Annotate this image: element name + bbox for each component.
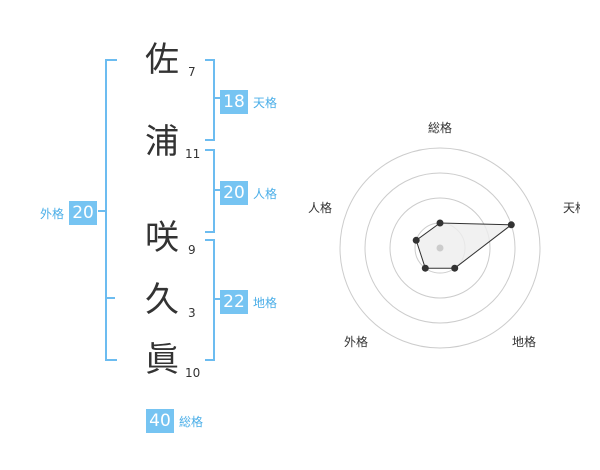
tenkaku-box: 18 天格 — [220, 90, 277, 114]
radar-chart: 総格天格地格 外格 人格 — [308, 120, 580, 349]
radar-point-2 — [507, 221, 515, 229]
radar-center-point — [436, 244, 444, 252]
radar-point-1 — [436, 219, 444, 227]
jinkaku-label: 人格 — [253, 186, 278, 201]
radar-point-3 — [451, 264, 459, 272]
radar-axis-label-1: 総格 — [428, 120, 452, 135]
tenkaku-label: 天格 — [253, 95, 278, 110]
jinkaku-box: 20 人格 — [220, 181, 277, 205]
chikaku-label: 地格 — [253, 295, 278, 310]
soukaku-box: 40 総格 — [146, 409, 203, 433]
radar-point-4 — [421, 264, 429, 272]
gaikaku-tick-outer — [98, 210, 105, 212]
gaikaku-tick-inner — [105, 297, 115, 299]
chikaku-value: 22 — [220, 290, 248, 314]
stroke-count-5: 10 — [185, 366, 201, 380]
stroke-count-4: 3 — [188, 306, 196, 320]
tenkaku-value: 18 — [220, 90, 248, 114]
name-char-1: 佐 — [145, 40, 179, 80]
radar-axis-label-4: 外格 — [344, 334, 368, 349]
jinkaku-tick — [213, 189, 220, 191]
name-char-4: 久 — [145, 280, 179, 320]
radar-axis-label-5: 人格 — [308, 200, 332, 215]
soukaku-label: 総格 — [179, 414, 204, 429]
soukaku-value: 40 — [146, 409, 174, 433]
radar-point-5 — [412, 236, 420, 244]
chikaku-tick — [213, 298, 220, 300]
stroke-count-1: 7 — [188, 65, 196, 79]
gaikaku-box: 外格 20 — [40, 201, 98, 225]
gaikaku-value: 20 — [69, 201, 98, 225]
radar-axis-label-3: 地格 — [512, 334, 536, 349]
radar-grid-circle-2 — [389, 197, 491, 299]
radar-area — [415, 222, 513, 269]
gaikaku-label: 外格 — [40, 206, 65, 221]
chikaku-bracket — [205, 239, 215, 361]
jinkaku-bracket — [205, 149, 215, 233]
tenkaku-tick — [213, 97, 220, 99]
stroke-count-2: 11 — [185, 147, 201, 161]
chikaku-box: 22 地格 — [220, 290, 277, 314]
radar-grid-circle-4 — [339, 147, 541, 349]
name-char-3: 咲 — [145, 218, 179, 258]
jinkaku-value: 20 — [220, 181, 248, 205]
tenkaku-bracket — [205, 59, 215, 141]
radar-grid-circle-3 — [364, 172, 516, 324]
name-char-5: 眞 — [145, 340, 179, 380]
name-char-2: 浦 — [145, 122, 179, 162]
radar-axis-label-2: 天格 — [563, 200, 580, 215]
stroke-count-3: 9 — [188, 243, 196, 257]
gaikaku-bracket — [105, 59, 117, 361]
